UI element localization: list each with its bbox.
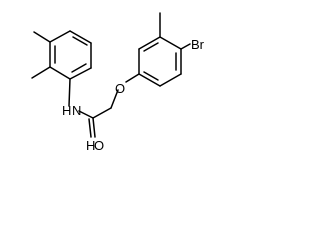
bond-l-double-2: [71, 63, 87, 73]
bond-carbonyl-to-methylene: [92, 107, 112, 119]
bond-r2: [138, 36, 161, 50]
bond-carbonyl-oxygen-a: [92, 117, 96, 138]
bond-r-double-3: [143, 71, 159, 81]
structure-canvas: Br O N H O H: [31, 12, 205, 153]
bond-l4: [69, 67, 92, 80]
bond-r3: [159, 36, 182, 50]
bond-carbonyl-oxygen-b: [88, 118, 92, 138]
carbonyl-hydrogen-label: H: [86, 138, 95, 153]
carbonyl-oxygen-label: O: [94, 138, 104, 153]
bond-nitrogen-to-carbonyl: [78, 110, 94, 119]
ether-oxygen-label: O: [115, 81, 125, 96]
nitrogen-label: N: [72, 103, 81, 118]
bond-r6: [138, 73, 161, 87]
bond-r5: [159, 73, 182, 87]
bond-l2: [69, 30, 92, 44]
bond-ring-to-bromine: [180, 43, 191, 50]
bond-l-double-1: [72, 36, 88, 46]
amide-linker: [68, 78, 119, 138]
bond-ring-to-nitrogen: [68, 78, 71, 107]
methyl-bond-top: [33, 31, 51, 43]
bromine-label: Br: [191, 37, 205, 52]
chemical-structure: Br O N H O H: [31, 12, 205, 153]
bond-l5: [49, 66, 71, 80]
bond-l1: [49, 30, 71, 43]
bond-oxygen-to-ring: [125, 73, 140, 83]
methyl-bond-side: [31, 66, 51, 79]
right-benzene-ring: [125, 12, 191, 87]
nitrogen-hydrogen-label: H: [62, 103, 71, 118]
left-benzene-ring: [31, 30, 92, 80]
bond-r-double-1: [143, 42, 159, 52]
bond-methylene-to-oxygen: [110, 89, 119, 109]
